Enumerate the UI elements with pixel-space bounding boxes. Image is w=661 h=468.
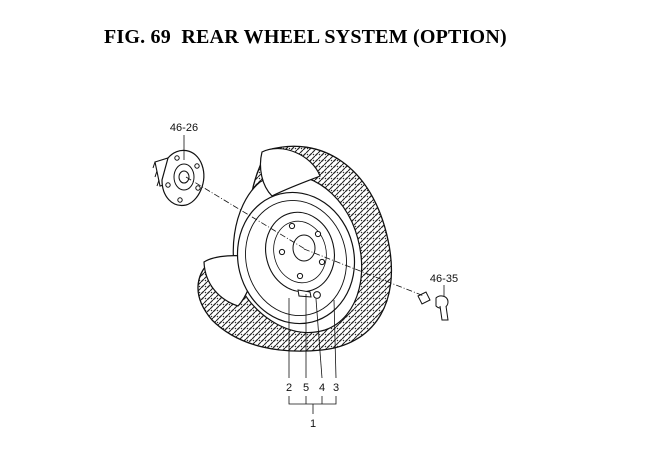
callout-rim: 3 <box>333 382 339 394</box>
hub-part <box>152 149 205 207</box>
callout-bolt: 46-35 <box>430 273 458 285</box>
callout-wheel-assembly: 1 <box>310 418 316 430</box>
callout-valve-cap: 4 <box>319 382 325 394</box>
bolt-part <box>417 291 449 321</box>
callout-valve: 5 <box>303 382 309 394</box>
figure-name: REAR WHEEL SYSTEM (OPTION) <box>181 26 507 48</box>
valve-part <box>297 289 321 299</box>
callout-hub: 46-26 <box>170 122 198 134</box>
figure-title: FIG. 69 REAR WHEEL SYSTEM (OPTION) <box>104 26 507 49</box>
figure-number: FIG. 69 <box>104 26 171 48</box>
callout-tire: 2 <box>286 382 292 394</box>
